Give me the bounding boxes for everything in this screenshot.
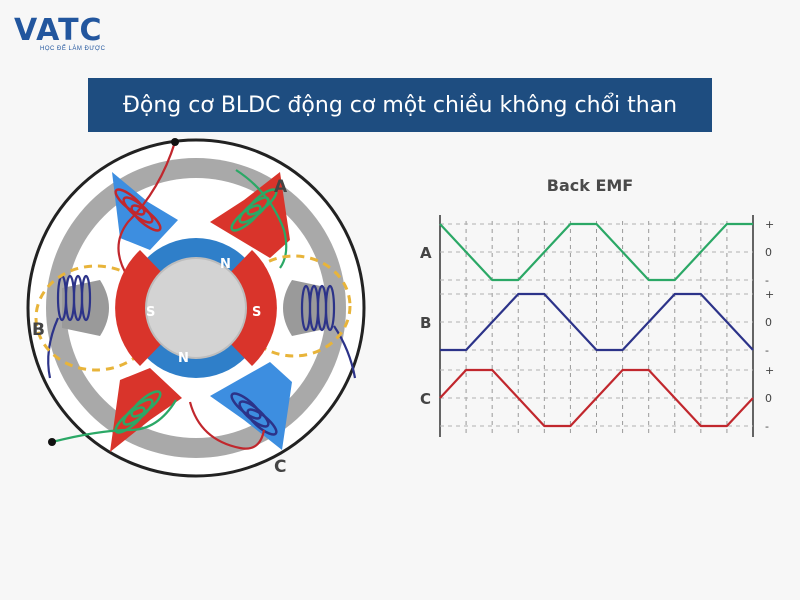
- tick-label: 0: [765, 392, 772, 405]
- rotor: N N S S: [115, 238, 277, 378]
- pole-label-n-top: N: [220, 257, 231, 272]
- stator-tooth-b-left: [62, 280, 109, 336]
- chart-series-group: [439, 222, 754, 428]
- brand-tagline: HỌC ĐỂ LÀM ĐƯỢC: [40, 46, 106, 52]
- motor-phase-label-c: C: [274, 457, 286, 477]
- motor-phase-label-b: B: [32, 320, 45, 340]
- back-emf-chart: Back EMF A +0 - B +0 - C +0 -: [420, 176, 774, 437]
- terminal-dot-bottom: [48, 438, 56, 446]
- series-line-c: [439, 368, 754, 428]
- brand-logo: VATC HỌC ĐỂ LÀM ĐƯỢC: [14, 16, 124, 58]
- pole-label-s-left: S: [146, 305, 155, 320]
- series-line-b: [440, 292, 754, 352]
- series-label-a: A: [420, 244, 432, 262]
- motor-phase-label-a: A: [274, 177, 288, 197]
- coil-c-left: [51, 368, 182, 452]
- coil-a-right: [210, 169, 290, 269]
- tick-label: 0: [765, 246, 772, 259]
- title-banner: Động cơ BLDC động cơ một chiều không chổ…: [88, 78, 712, 132]
- coil-b-right: [300, 284, 357, 379]
- tick-label: 0: [765, 316, 772, 329]
- tick-label: +: [765, 218, 774, 231]
- coil-a-left: [112, 141, 178, 281]
- page-title: Động cơ BLDC động cơ một chiều không chổ…: [122, 92, 678, 118]
- series-line-a: [439, 222, 753, 282]
- tick-label: -: [765, 344, 769, 357]
- motor-diagram: N N S S A B C: [26, 138, 366, 478]
- terminal-dot-top: [171, 138, 179, 146]
- brand-name: VATC: [14, 13, 103, 48]
- tick-label: -: [765, 274, 769, 287]
- pole-label-s-right: S: [252, 305, 261, 320]
- chart-grid: [439, 215, 754, 437]
- rotor-core: [145, 257, 247, 359]
- chart-labels-group: A +0 - B +0 - C +0 -: [420, 218, 774, 433]
- chart-title: Back EMF: [547, 176, 633, 195]
- flux-loop-right: [236, 254, 352, 358]
- tick-label: +: [765, 364, 774, 377]
- coil-c-right: [188, 362, 292, 450]
- series-label-c: C: [420, 390, 431, 408]
- pole-label-n-bottom: N: [178, 351, 189, 366]
- tick-label: +: [765, 288, 774, 301]
- tick-label: -: [765, 420, 769, 433]
- series-label-b: B: [420, 314, 431, 332]
